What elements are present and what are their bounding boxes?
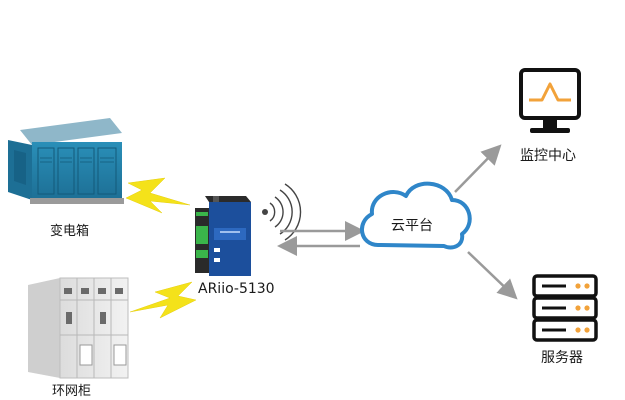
cloud-shape bbox=[360, 181, 472, 250]
cloud-label: 云平台 bbox=[391, 218, 433, 234]
monitor-center-label: 监控中心 bbox=[520, 148, 576, 164]
server-label: 服务器 bbox=[541, 350, 583, 366]
ring-main-unit-image bbox=[28, 277, 129, 379]
substation-label: 变电箱 bbox=[50, 224, 90, 239]
ring-main-unit-label: 环网柜 bbox=[52, 384, 92, 399]
monitor-icon bbox=[519, 68, 581, 133]
lightning-bolt-top bbox=[125, 177, 191, 214]
gateway-label: ARiio-5130 bbox=[198, 281, 275, 297]
server-icon bbox=[532, 274, 598, 342]
gateway-device-image bbox=[195, 196, 251, 276]
substation-image bbox=[8, 118, 124, 204]
cloud-to-server-arrow bbox=[467, 251, 518, 300]
lightning-bolt-bottom bbox=[129, 281, 197, 319]
cloud-to-monitor-arrow bbox=[454, 144, 502, 193]
